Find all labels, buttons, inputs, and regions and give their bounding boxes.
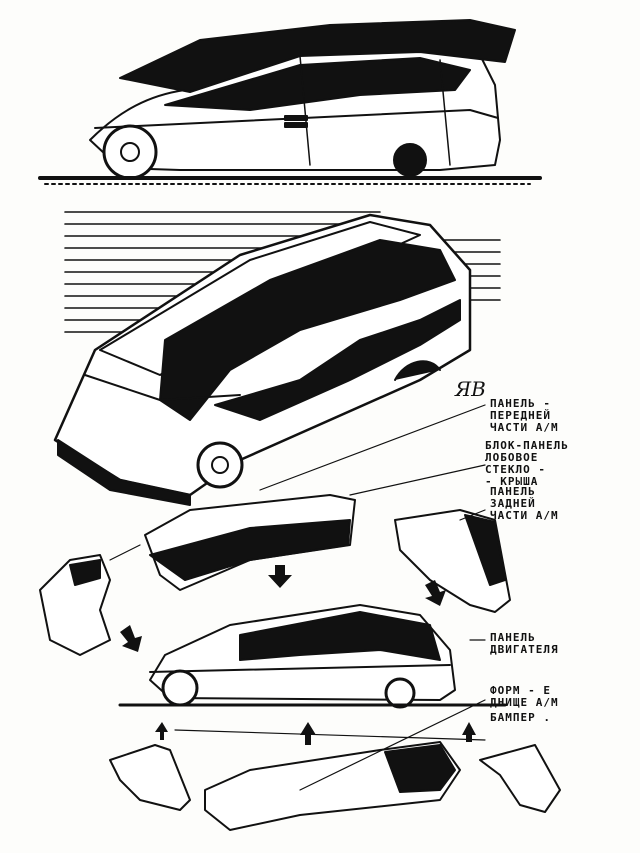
label-engine-panel: ПАНЕЛЬ ДВИГАТЕЛЯ xyxy=(490,631,559,656)
side-view-car xyxy=(38,19,542,185)
artist-signature: ЯВ xyxy=(455,377,486,401)
bottom-floor-part xyxy=(204,741,461,831)
leader-lines xyxy=(109,404,486,791)
label-roof-block: БЛОК-ПАНЕЛЬ ЛОБОВОЕ СТЕКЛО - - КРЫША xyxy=(485,439,569,488)
middle-car xyxy=(118,604,507,709)
label-bumper: БАМПЕР . xyxy=(490,711,551,724)
bottom-right-part xyxy=(479,744,561,813)
label-front-panel: ПАНЕЛЬ - ПЕРЕДНЕЙ ЧАСТИ А/М xyxy=(490,397,559,434)
roof-block-part xyxy=(144,494,356,591)
perspective-car xyxy=(53,213,472,506)
front-panel-part xyxy=(39,554,111,656)
label-underbody: ФОРМ - Е ДНИЩЕ А/М xyxy=(490,684,559,709)
bottom-left-part xyxy=(109,744,191,811)
rear-panel-part xyxy=(394,509,511,613)
assembly-arrows xyxy=(120,565,476,745)
label-rear-panel: ПАНЕЛЬ ЗАДНЕЙ ЧАСТИ А/М xyxy=(490,485,559,522)
